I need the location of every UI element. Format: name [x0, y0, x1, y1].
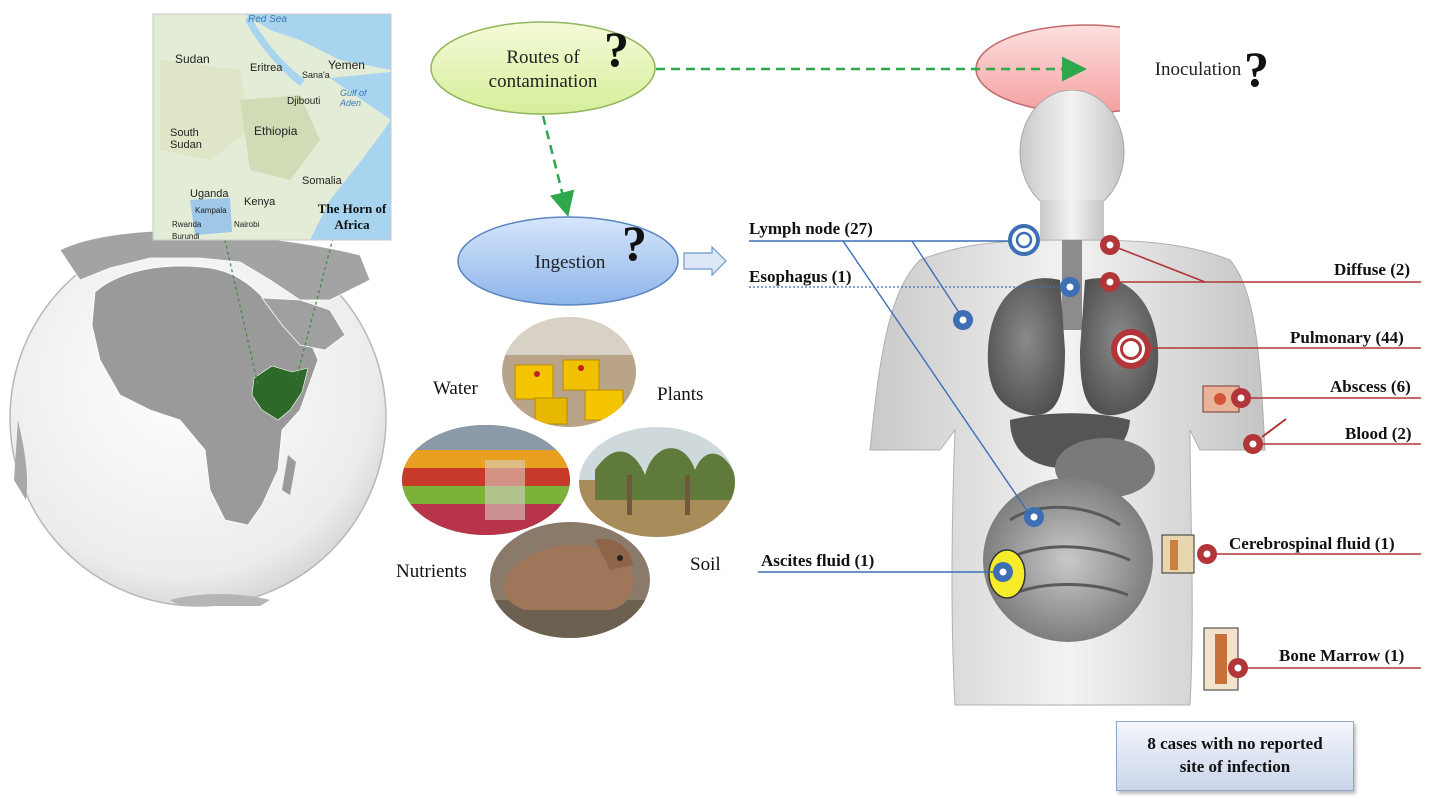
left-lung: [987, 278, 1065, 416]
no-site-note-box: 8 cases with no reported site of infecti…: [1116, 721, 1354, 791]
ingestion-label: Ingestion: [534, 252, 606, 273]
map-label-somalia: Somalia: [302, 175, 342, 187]
marker-blood: [1243, 434, 1263, 454]
marker-abscess: [1231, 388, 1251, 408]
marker-bone-marrow: [1228, 658, 1248, 678]
inoculation-question-mark: ?: [1244, 41, 1269, 97]
source-label-nutrients: Nutrients: [396, 561, 467, 582]
antarctica-edge: [170, 594, 270, 606]
map-label-sudan: Sudan: [175, 52, 210, 66]
marker-diffuse-chest: [1100, 272, 1120, 292]
map-label-gulf-of-aden: Gulf of Aden: [340, 88, 367, 108]
marker-cerebrospinal: [1197, 544, 1217, 564]
no-site-note-line1: 8 cases with no reported: [1147, 734, 1323, 753]
map-label-rwanda: Rwanda: [172, 220, 202, 229]
ingestion-block-arrow: [683, 245, 727, 277]
no-site-note-line2: site of infection: [1179, 757, 1291, 776]
inoculation-label: Inoculation: [1154, 59, 1242, 80]
marker-pulmonary: [1111, 329, 1151, 369]
ingestion-ellipse: [457, 216, 679, 306]
inset-map: [152, 13, 392, 241]
map-label-sanaa: Sana'a: [302, 70, 330, 80]
africa-landmass: [91, 265, 319, 526]
source-label-water: Water: [433, 378, 478, 399]
map-label-burundi: Burundi: [172, 232, 200, 241]
site-label-diffuse: Diffuse (2): [1334, 260, 1411, 279]
routes-question-mark: ?: [604, 21, 629, 77]
no-site-note-text: 8 cases with no reported site of infecti…: [1117, 732, 1353, 778]
marker-esophagus: [1060, 277, 1080, 297]
site-label-esophagus: Esophagus (1): [749, 267, 852, 286]
map-label-yemen: Yemen: [328, 58, 365, 72]
site-label-blood: Blood (2): [1345, 424, 1412, 443]
marker-ascites: [993, 562, 1013, 582]
map-callout-horn-of-africa: The Horn of Africa: [317, 201, 387, 232]
flow-graphic: [430, 21, 1120, 306]
south-america-edge: [14, 420, 28, 500]
site-label-ascites-fluid: Ascites fluid (1): [761, 551, 875, 570]
map-label-kampala: Kampala: [195, 206, 227, 215]
map-label-red-sea: Red Sea: [248, 14, 287, 25]
madagascar-landmass: [282, 455, 296, 495]
routes-label: Routes of contamination: [443, 46, 643, 94]
marker-diffuse-neck: [1100, 235, 1120, 255]
map-label-kenya: Kenya: [244, 196, 276, 208]
routes-to-ingestion-arrow: [541, 115, 575, 217]
nutrients-photo: [402, 425, 570, 535]
site-label-lymph-node: Lymph node (27): [749, 219, 873, 238]
syringe-icon: [1261, 418, 1287, 438]
map-label-eritrea: Eritrea: [250, 62, 283, 74]
map-label-uganda: Uganda: [190, 188, 229, 200]
site-label-bone-marrow: Bone Marrow (1): [1279, 646, 1405, 665]
map-label-ethiopia: Ethiopia: [254, 124, 298, 138]
map-label-south-sudan: South Sudan: [170, 127, 202, 151]
source-label-plants: Plants: [657, 384, 704, 405]
site-label-cerebrospinal-fluid: Cerebrospinal fluid (1): [1229, 534, 1395, 553]
ingestion-question-mark: ?: [622, 215, 647, 271]
routes-label-line1: Routes of: [506, 47, 580, 68]
routes-label-line2: contamination: [488, 71, 598, 92]
map-label-djibouti: Djibouti: [287, 96, 321, 107]
arabia-landmass: [261, 297, 346, 351]
routes-ellipse: [430, 21, 656, 115]
map-connector-right: [295, 237, 334, 381]
site-label-abscess: Abscess (6): [1330, 377, 1411, 396]
map-label-nairobi: Nairobi: [234, 220, 260, 229]
site-label-pulmonary: Pulmonary (44): [1290, 328, 1404, 347]
source-label-soil: Soil: [690, 554, 721, 575]
map-connector-left: [224, 239, 259, 386]
marker-lymph-node-axilla: [953, 310, 973, 330]
globe-map-graphic: [9, 13, 392, 607]
horn-of-africa-highlight: [251, 365, 309, 421]
marker-lymph-node-abdomen: [1024, 507, 1044, 527]
marker-lymph-node-large: [1008, 224, 1040, 256]
source-photos: [402, 317, 735, 638]
